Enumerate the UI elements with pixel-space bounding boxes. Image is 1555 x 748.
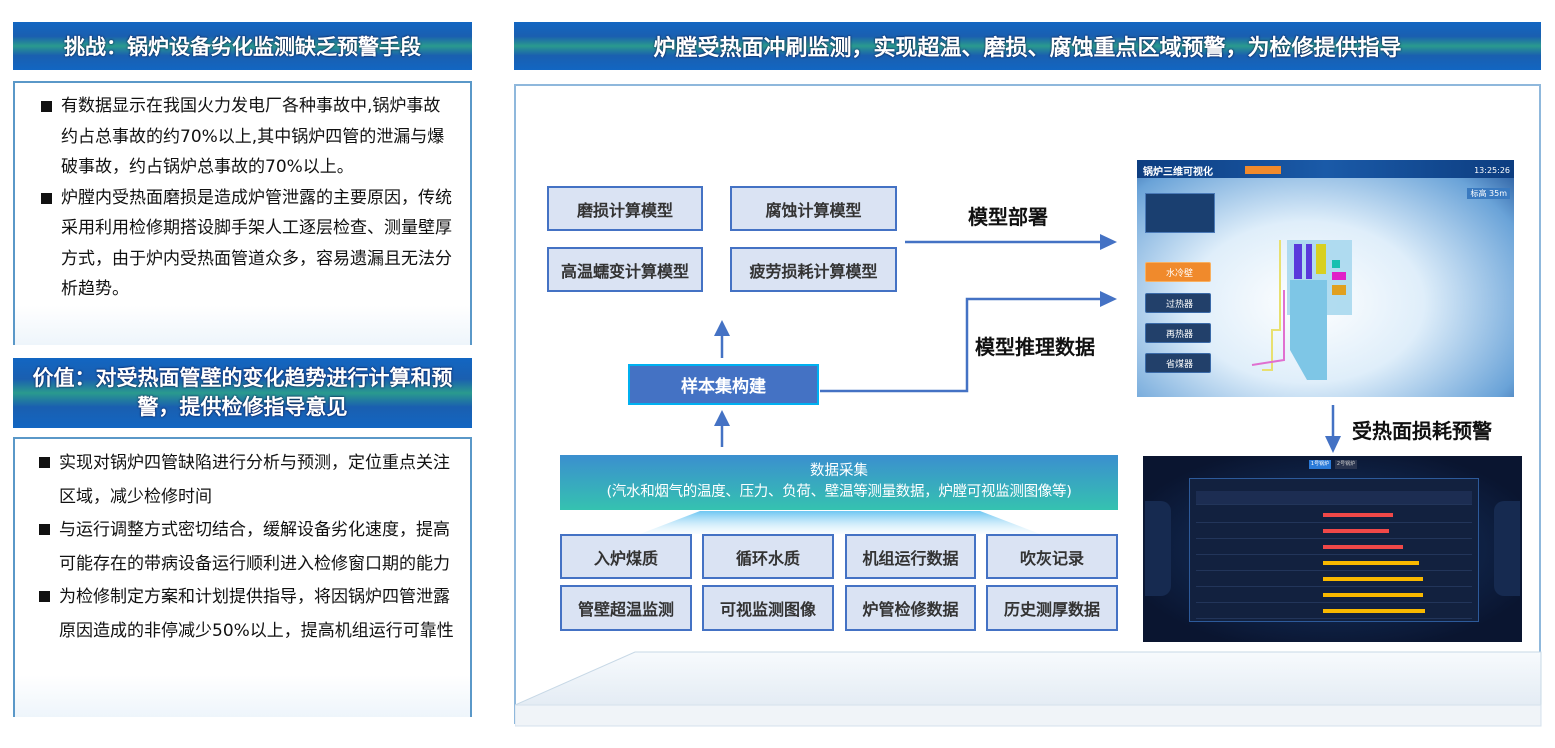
data-collection-bar: 数据采集 (汽水和烟气的温度、压力、负荷、壁温等测量数据，炉膛可视监测图像等) xyxy=(560,455,1118,510)
source-box: 历史测厚数据 xyxy=(986,585,1118,631)
boiler-3d-screenshot: 锅炉三维可视化 13:25:26 标高 35m 水冷壁 过热器 再热器 省煤器 xyxy=(1137,160,1514,397)
sample-set-box: 样本集构建 xyxy=(628,364,819,405)
model-box: 疲劳损耗计算模型 xyxy=(730,247,897,292)
viz-title: 锅炉三维可视化 xyxy=(1143,167,1213,178)
value-title: 价值：对受热面管壁的变化趋势进行计算和预警，提供检修指导意见 xyxy=(13,358,472,428)
value-point: 实现对锅炉四管缺陷进行分析与预测，定位重点关注区域，减少检修时间 xyxy=(31,447,456,514)
diagram-frame xyxy=(514,84,1541,724)
model-box: 高温蠕变计算模型 xyxy=(547,247,703,292)
source-box: 炉管检修数据 xyxy=(845,585,976,631)
viz-elevation: 标高 35m xyxy=(1467,188,1510,199)
wear-warning-dashboard-screenshot: 1号锅炉 2号锅炉 xyxy=(1143,456,1522,642)
right-title: 炉膛受热面冲刷监测，实现超温、磨损、腐蚀重点区域预警，为检修提供指导 xyxy=(514,22,1541,70)
challenge-point: 有数据显示在我国火力发电厂各种事故中,锅炉事故约占总事故的约70%以上,其中锅炉… xyxy=(33,91,456,183)
model-box: 磨损计算模型 xyxy=(547,186,703,231)
inference-label: 模型推理数据 xyxy=(975,335,1095,359)
source-box: 管壁超温监测 xyxy=(560,585,692,631)
value-box: 实现对锅炉四管缺陷进行分析与预测，定位重点关注区域，减少检修时间 与运行调整方式… xyxy=(13,437,472,717)
viz-menu-item[interactable]: 水冷壁 xyxy=(1145,262,1211,282)
viz-menu-item[interactable]: 再热器 xyxy=(1145,323,1211,343)
value-point: 为检修制定方案和计划提供指导，将因锅炉四管泄露原因造成的非停减少50%以上，提高… xyxy=(31,581,456,648)
source-box: 可视监测图像 xyxy=(702,585,834,631)
collect-title: 数据采集 xyxy=(810,463,868,479)
deploy-label: 模型部署 xyxy=(968,205,1048,229)
dashboard-tab[interactable]: 1号锅炉 xyxy=(1309,460,1331,469)
challenge-box: 有数据显示在我国火力发电厂各种事故中,锅炉事故约占总事故的约70%以上,其中锅炉… xyxy=(13,81,472,345)
challenge-title: 挑战：锅炉设备劣化监测缺乏预警手段 xyxy=(13,22,472,70)
platform-base xyxy=(515,651,1542,727)
dashboard-tab[interactable]: 2号锅炉 xyxy=(1335,460,1357,469)
collect-detail: (汽水和烟气的温度、压力、负荷、壁温等测量数据，炉膛可视监测图像等) xyxy=(606,484,1072,500)
source-box: 吹灰记录 xyxy=(986,534,1118,579)
viz-menu-item[interactable]: 省煤器 xyxy=(1145,353,1211,373)
source-box: 入炉煤质 xyxy=(560,534,692,579)
model-box: 腐蚀计算模型 xyxy=(730,186,897,231)
inference-arrow xyxy=(820,297,1100,393)
value-point: 与运行调整方式密切结合，缓解设备劣化速度，提高可能存在的带病设备运行顺利进入检修… xyxy=(31,514,456,581)
dashboard-table xyxy=(1189,478,1479,622)
collect-fan xyxy=(640,511,1040,534)
boiler-model-icon xyxy=(1251,240,1352,380)
viz-menu-item[interactable]: 过热器 xyxy=(1145,293,1211,313)
challenge-point: 炉膛内受热面磨损是造成炉管泄露的主要原因，传统采用利用检修期搭设脚手架人工逐层检… xyxy=(33,183,456,305)
warning-label: 受热面损耗预警 xyxy=(1352,419,1492,443)
source-box: 循环水质 xyxy=(702,534,834,579)
source-box: 机组运行数据 xyxy=(845,534,976,579)
viz-time: 13:25:26 xyxy=(1474,166,1510,175)
